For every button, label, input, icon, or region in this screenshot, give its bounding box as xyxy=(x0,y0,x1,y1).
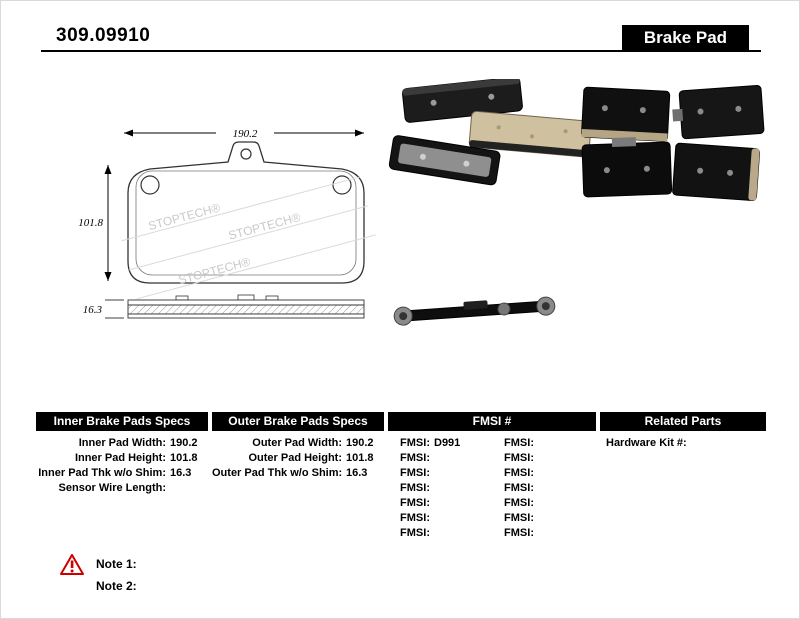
spec-row: Inner Pad Thk w/o Shim: 16.3 xyxy=(36,466,208,481)
outer-specs-table: Outer Brake Pads Specs Outer Pad Width: … xyxy=(212,412,384,481)
fmsi-row: FMSI: xyxy=(388,451,492,466)
note-1-label: Note 1: xyxy=(96,557,137,571)
fmsi-table: FMSI # FMSI: D991 FMSI: FMSI: FMSI: xyxy=(388,412,596,541)
spec-value: 16.3 xyxy=(170,467,192,479)
spec-value: 190.2 xyxy=(346,437,374,449)
outer-specs-header: Outer Brake Pads Specs xyxy=(212,412,384,431)
spec-label: Inner Pad Width: xyxy=(78,437,166,449)
fmsi-row: FMSI: xyxy=(388,496,492,511)
spec-label: Sensor Wire Length: xyxy=(58,482,166,494)
fmsi-row: FMSI: xyxy=(388,526,492,541)
inner-specs-header: Inner Brake Pads Specs xyxy=(36,412,208,431)
fmsi-row: FMSI: xyxy=(492,496,596,511)
fmsi-row: FMSI: xyxy=(492,466,596,481)
related-parts-header: Related Parts xyxy=(600,412,766,431)
fmsi-label: FMSI: xyxy=(400,527,430,539)
fmsi-row: FMSI: xyxy=(492,481,596,496)
related-parts-table: Related Parts Hardware Kit #: xyxy=(600,412,766,451)
fmsi-label: FMSI: xyxy=(400,482,430,494)
fmsi-row: FMSI: xyxy=(492,511,596,526)
width-dimension: 190.2 xyxy=(124,128,364,140)
fmsi-column-1: FMSI: D991 FMSI: FMSI: FMSI: FMSI: xyxy=(388,436,492,541)
fmsi-label: FMSI: xyxy=(504,527,534,539)
spec-label: Inner Pad Thk w/o Shim: xyxy=(38,467,166,479)
height-dimension: 101.8 xyxy=(78,165,112,281)
fmsi-row: FMSI: xyxy=(388,466,492,481)
width-dimension-label: 190.2 xyxy=(233,128,258,140)
spec-row: Hardware Kit #: xyxy=(600,436,766,451)
fmsi-label: FMSI: xyxy=(400,497,430,509)
spec-label: Hardware Kit #: xyxy=(606,437,687,449)
page-title: Brake Pad xyxy=(622,25,749,51)
spec-label: Outer Pad Height: xyxy=(248,452,342,464)
spec-value: 101.8 xyxy=(346,452,374,464)
spec-value: 16.3 xyxy=(346,467,368,479)
spec-label: Outer Pad Thk w/o Shim: xyxy=(212,467,343,479)
brake-pads-photo-left xyxy=(388,79,592,186)
sensor-bar-photo xyxy=(393,296,556,326)
fmsi-row: FMSI: xyxy=(492,436,596,451)
header-divider xyxy=(41,50,761,52)
spec-row: Inner Pad Height: 101.8 xyxy=(36,451,208,466)
fmsi-value: D991 xyxy=(434,437,461,449)
fmsi-row: FMSI: xyxy=(388,481,492,496)
fmsi-label: FMSI: xyxy=(504,482,534,494)
fmsi-row: FMSI: xyxy=(492,526,596,541)
spec-row: Sensor Wire Length: xyxy=(36,481,208,496)
pad-technical-drawing: 190.2 101.8 STOPTECH® STOPTECH® STOPTECH… xyxy=(78,128,376,319)
warning-triangle-icon xyxy=(60,554,84,575)
fmsi-label: FMSI: xyxy=(504,497,534,509)
fmsi-header: FMSI # xyxy=(388,412,596,431)
fmsi-label: FMSI: xyxy=(400,512,430,524)
fmsi-label: FMSI: xyxy=(400,452,430,464)
fmsi-label: FMSI: xyxy=(400,437,430,449)
note-2-label: Note 2: xyxy=(96,579,137,593)
inner-specs-table: Inner Brake Pads Specs Inner Pad Width: … xyxy=(36,412,208,496)
spec-row: Outer Pad Width: 190.2 xyxy=(212,436,384,451)
pad-side-view-drawing: 16.3 xyxy=(83,294,365,319)
fmsi-label: FMSI: xyxy=(504,467,534,479)
spec-label: Inner Pad Height: xyxy=(74,452,166,464)
fmsi-row: FMSI: xyxy=(388,511,492,526)
fmsi-label: FMSI: xyxy=(504,452,534,464)
fmsi-label: FMSI: xyxy=(400,467,430,479)
spec-value: 101.8 xyxy=(170,452,198,464)
spec-row: Outer Pad Height: 101.8 xyxy=(212,451,384,466)
height-dimension-label: 101.8 xyxy=(78,217,103,229)
fmsi-row: FMSI: xyxy=(492,451,596,466)
thickness-dimension-label: 16.3 xyxy=(83,304,103,316)
spec-value: 190.2 xyxy=(170,437,198,449)
brake-pads-photo xyxy=(388,79,765,201)
fmsi-label: FMSI: xyxy=(504,437,534,449)
fmsi-label: FMSI: xyxy=(504,512,534,524)
spec-label: Outer Pad Width: xyxy=(252,437,342,449)
pad-front-view-drawing: STOPTECH® STOPTECH® STOPTECH® xyxy=(121,141,376,300)
spec-row: Inner Pad Width: 190.2 xyxy=(36,436,208,451)
spec-row: Outer Pad Thk w/o Shim: 16.3 xyxy=(212,466,384,481)
part-number: 309.09910 xyxy=(56,25,151,46)
fmsi-row: FMSI: D991 xyxy=(388,436,492,451)
fmsi-column-2: FMSI: FMSI: FMSI: FMSI: FMSI: xyxy=(492,436,596,541)
brake-pads-photo-right xyxy=(581,85,765,201)
